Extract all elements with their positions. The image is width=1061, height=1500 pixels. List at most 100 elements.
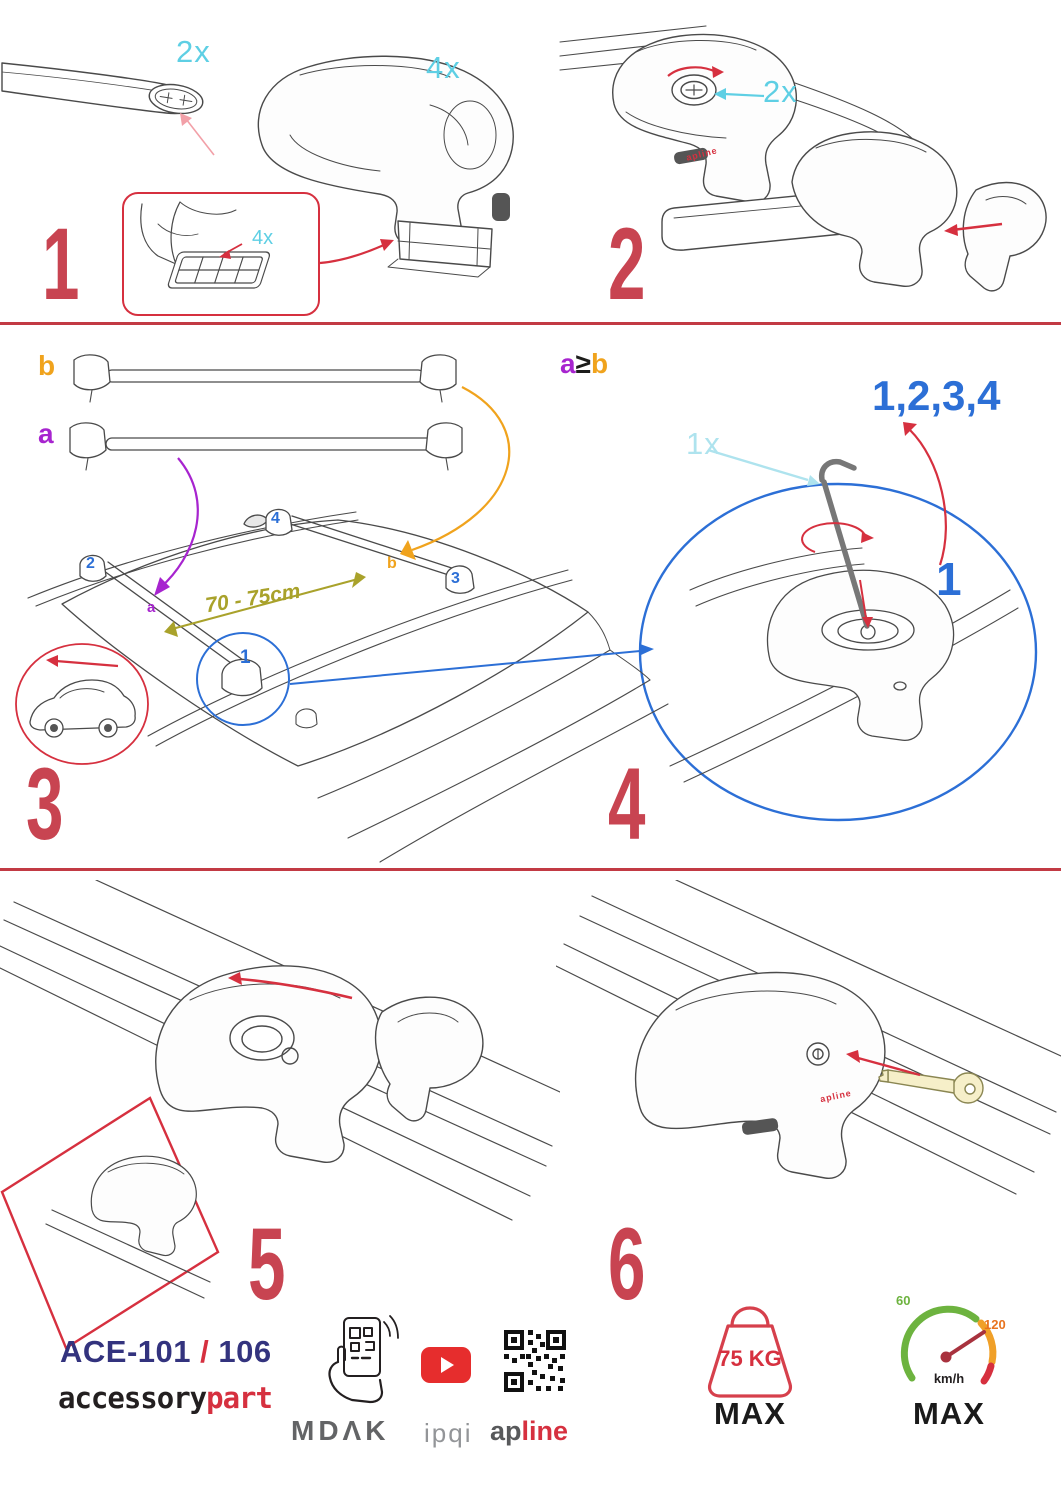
mounted-bar-a [99,561,255,675]
red-arrow-key-to-lock [846,1050,921,1077]
small-car-drawing [29,679,136,738]
first-position-label: 1 [936,553,962,605]
rule-operator: ≥ [575,348,591,379]
red-arrow-pad-to-foot [319,239,394,265]
section-divider-2 [0,868,1061,871]
partner-logo-ipqi: ipqi [424,1418,473,1448]
step4-number: 4 [608,747,646,861]
step6-illustration [556,880,1061,1195]
section-divider-1 [0,322,1061,325]
foot-position-4 [265,508,293,536]
position-2-label: 2 [86,555,95,572]
step2-number: 2 [608,207,646,321]
crossbar-profile-drawing [1,62,204,115]
max-load-value: 75 KG [718,1346,782,1371]
brand-word-accessory: accessory [58,1381,207,1415]
model-alt: 106 [218,1334,272,1369]
max-speed-gauge-icon [900,1305,997,1385]
max-speed-label: MAX [913,1396,985,1431]
rubber-pad-tray [167,251,271,289]
lock-key [878,1069,984,1104]
blue-arrow-to-detail [289,644,654,685]
bar-foot-endcap-assembly-drawing [661,131,1047,292]
brand-logo: accessorypart [58,1381,273,1415]
step1-illustration [1,55,514,278]
step4-tool-quantity-label: 1x [686,426,721,461]
step5-result-inset [0,1096,220,1350]
speed-unit-label: km/h [933,1371,965,1386]
position-b-label: b [387,555,397,572]
step5-illustration [0,880,560,1350]
youtube-icon [421,1347,471,1383]
partner-logo-mdak: MDΛK [291,1415,390,1446]
step1-bar-quantity-label: 2x [176,34,211,69]
step3-illustration [15,354,669,863]
red-curved-arrow-sequence [903,422,947,566]
crossbar-a-drawing [69,422,463,471]
bar-end-cross-section [148,83,204,115]
rule-a-gte-b: a≥b [560,350,608,378]
legend-bar-a: a [38,418,54,449]
step1-pad-quantity-label: 4x [252,227,274,249]
foot-position-2 [79,554,107,582]
step6-number: 6 [608,1207,646,1321]
foot-position-1 [221,658,263,697]
brand-word-part: part [206,1381,273,1415]
apline-suffix: line [521,1416,569,1446]
blue-highlight-circle-foot-1 [196,632,290,726]
red-arrow-insert-pad [219,243,243,259]
gauge-needle [944,1330,986,1359]
step5-number: 5 [248,1207,286,1321]
purple-arrow-bar-a [154,457,199,596]
mounted-bar-b [283,515,465,579]
speed-tick-low: 60 [896,1293,911,1308]
position-4-label: 4 [271,510,280,527]
step1-foot-quantity-label: 4x [426,50,461,85]
mounted-foot-mini-drawing [45,1155,211,1299]
step2-knob-quantity-label: 2x [763,74,798,109]
step2-illustration [559,25,1047,292]
apline-prefix: ap [490,1416,522,1446]
foot-position-3 [445,565,475,594]
cyan-arrow-to-knob [714,88,765,100]
cover-piece [374,996,484,1122]
red-arrow-cover-attach [228,972,353,1000]
qr-code-icon [504,1330,566,1392]
car-roof-drawing [27,508,669,863]
speed-tick-high: 120 [984,1317,1006,1332]
orange-arrow-bar-b [400,386,511,560]
red-arrow-cap-insert [944,222,1003,236]
cyan-arrow-to-key [707,448,820,486]
max-weight-icon [707,1306,793,1398]
hex-key-tool [821,479,870,629]
foot-tightening-detail-drawing [669,458,1019,783]
crossbar-b-drawing [73,354,457,403]
olive-distance-arrow [164,572,366,637]
pink-pointer-arrow [180,113,215,156]
foot-with-lock-drawing [634,971,886,1179]
model-name: ACE-101 [60,1334,191,1369]
car-direction-inset [15,643,149,765]
red-rotation-arrow-knob [667,66,724,78]
red-rotation-arrow-key [801,522,874,553]
rule-b: b [590,348,609,379]
model-separator: / [191,1334,219,1369]
partner-logo-apline: apline [490,1418,568,1445]
max-load-label: MAX [714,1396,786,1431]
foot-cover-assembly-drawing [155,965,484,1163]
red-arrow-tighten-down [859,579,873,628]
end-cap-piece [962,181,1047,292]
position-3-label: 3 [451,570,460,587]
roof-antenna-fin [243,514,269,528]
tightening-order-label: 1,2,3,4 [872,372,1001,419]
step1-rubber-pad-inset-box [122,192,320,316]
rule-a: a [560,348,576,379]
position-a-label: a [147,599,156,616]
legend-bar-b: b [38,350,56,381]
model-number: ACE-101 / 106 [60,1336,272,1367]
step1-number: 1 [42,207,80,321]
rubber-pad-illustration [140,201,271,289]
scan-qr-phone-icon [328,1315,399,1404]
step3-number: 3 [26,747,64,861]
